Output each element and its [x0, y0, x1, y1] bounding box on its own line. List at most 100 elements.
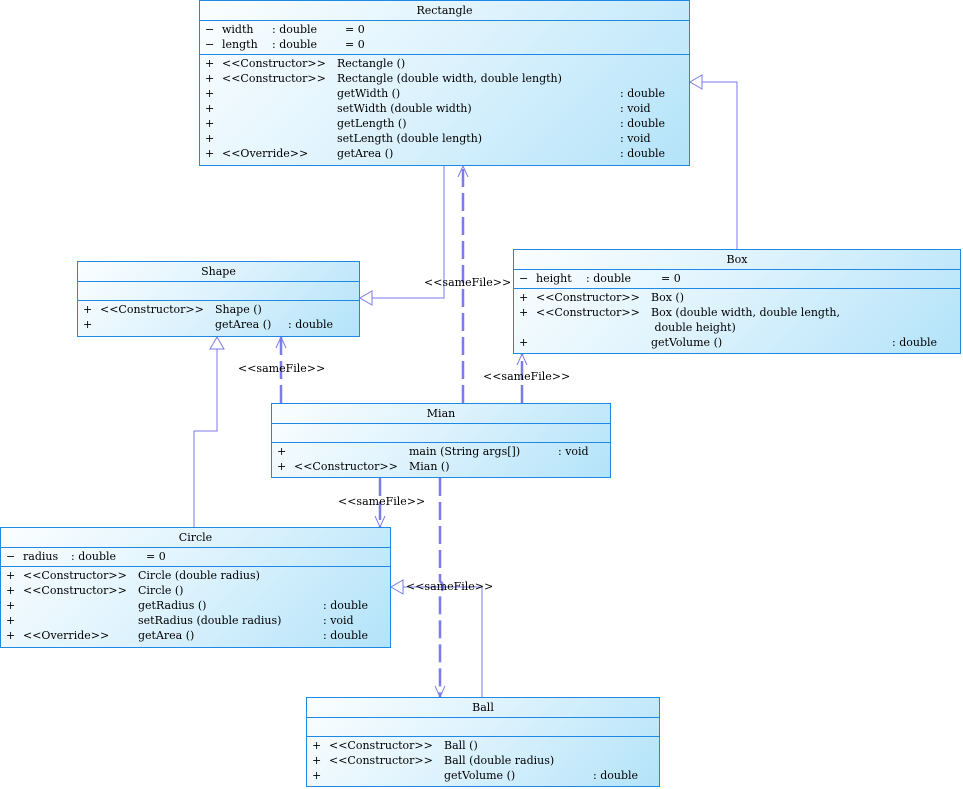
attribute-name: height: [536, 272, 572, 285]
return-type: : double: [620, 117, 666, 130]
stereotype: <<Constructor>>: [329, 754, 433, 767]
class-title: Mian: [272, 404, 610, 424]
operation-row[interactable]: +<<Constructor>>Circle (): [1, 583, 390, 598]
attribute-name: width: [222, 23, 254, 36]
operation-row[interactable]: +<<Constructor>>Rectangle (): [200, 56, 689, 71]
visibility-marker: −: [519, 272, 529, 285]
operation-row[interactable]: +setWidth (double width): void: [200, 101, 689, 116]
operation-row[interactable]: +<<Constructor>>Rectangle (double width,…: [200, 71, 689, 86]
class-rectangle[interactable]: Rectangle −width: double= 0−length: doub…: [199, 0, 690, 166]
visibility-marker: +: [277, 460, 287, 473]
operation-row[interactable]: +setLength (double length): void: [200, 131, 689, 146]
return-type: : void: [620, 132, 651, 145]
attribute-type: : double: [272, 23, 318, 36]
attributes-section: [272, 424, 610, 443]
attribute-default: = 0: [146, 550, 166, 563]
visibility-marker: +: [6, 629, 16, 642]
attributes-section: −radius: double= 0: [1, 548, 390, 567]
operations-section: +<<Constructor>>Ball ()+<<Constructor>>B…: [307, 737, 659, 785]
attribute-name: radius: [23, 550, 59, 563]
return-type: : void: [323, 614, 354, 627]
operation-signature: setRadius (double radius): [138, 614, 282, 627]
class-title: Ball: [307, 698, 659, 718]
class-title: Rectangle: [200, 1, 689, 21]
attribute-name: length: [222, 38, 258, 51]
operation-signature: Rectangle (): [337, 57, 406, 70]
operations-section: +<<Constructor>>Shape ()+getArea (): dou…: [78, 301, 359, 334]
attribute-default: = 0: [345, 38, 365, 51]
operation-row[interactable]: +<<Override>>getArea (): double: [1, 628, 390, 643]
attribute-row[interactable]: −radius: double= 0: [1, 549, 390, 564]
stereotype: <<Constructor>>: [222, 72, 326, 85]
operation-row[interactable]: + setRadius (double radius) : void: [1, 613, 390, 628]
operation-row[interactable]: +<<Constructor>>Circle (double radius): [1, 568, 390, 583]
stereotype: <<Constructor>>: [294, 460, 398, 473]
generalization-box-rectangle[interactable]: [689, 74, 738, 249]
class-circle[interactable]: Circle −radius: double= 0 +<<Constructor…: [0, 527, 391, 648]
operation-row[interactable]: +getLength (): double: [200, 116, 689, 131]
visibility-marker: +: [205, 147, 215, 160]
operation-row[interactable]: double height): [514, 320, 960, 335]
attribute-row[interactable]: −length: double= 0: [200, 37, 689, 52]
class-mian[interactable]: Mian +main (String args[]): void+ <<Const…: [271, 403, 611, 478]
visibility-marker: +: [83, 303, 93, 316]
visibility-marker: +: [519, 291, 529, 304]
visibility-marker: +: [6, 614, 16, 627]
class-shape[interactable]: Shape +<<Constructor>>Shape ()+getArea (…: [77, 261, 360, 337]
visibility-marker: +: [6, 569, 16, 582]
operation-row[interactable]: +getVolume (): double: [514, 335, 960, 350]
operation-row[interactable]: +getArea (): double: [78, 317, 359, 332]
class-ball[interactable]: Ball +<<Constructor>>Ball ()+<<Construct…: [306, 697, 660, 787]
operation-row[interactable]: +<<Constructor>>Ball (double radius): [307, 753, 659, 768]
operations-section: +<<Constructor>>Rectangle ()+<<Construct…: [200, 55, 689, 163]
visibility-marker: +: [277, 445, 287, 458]
stereotype: <<Constructor>>: [536, 291, 640, 304]
visibility-marker: +: [205, 72, 215, 85]
label-mian-circle: <<sameFile>>: [338, 495, 426, 508]
label-mian-rectangle: <<sameFile>>: [424, 276, 512, 289]
attribute-row[interactable]: −width: double= 0: [200, 22, 689, 37]
class-title: Shape: [78, 262, 359, 282]
operation-row[interactable]: +getWidth (): double: [200, 86, 689, 101]
return-type: : double: [323, 599, 369, 612]
operation-signature: getVolume (): [444, 769, 516, 782]
label-mian-shape: <<sameFile>>: [238, 362, 326, 375]
operation-row[interactable]: +getRadius (): double: [1, 598, 390, 613]
operation-row[interactable]: +<<Constructor>>Ball (): [307, 738, 659, 753]
visibility-marker: +: [205, 102, 215, 115]
stereotype: <<Constructor>>: [536, 306, 640, 319]
operation-row[interactable]: +main (String args[]): void: [272, 444, 610, 459]
operation-signature: Box (): [651, 291, 684, 304]
operation-row[interactable]: +getVolume (): double: [307, 768, 659, 783]
visibility-marker: +: [205, 57, 215, 70]
generalization-shape-rectangle[interactable]: [359, 166, 445, 306]
operation-signature: getArea (): [337, 147, 394, 160]
operation-row[interactable]: +<<Constructor>>Box (double width, doubl…: [514, 305, 960, 320]
visibility-marker: +: [312, 769, 322, 782]
return-type: : double: [323, 629, 369, 642]
visibility-marker: +: [205, 132, 215, 145]
dependency-mian-ball[interactable]: [440, 478, 443, 697]
operation-row[interactable]: +<<Constructor>>Mian (): [272, 459, 610, 474]
attribute-row[interactable]: −height: double= 0: [514, 271, 960, 286]
visibility-marker: −: [6, 550, 16, 563]
class-title: Box: [514, 250, 960, 270]
visibility-marker: +: [205, 87, 215, 100]
operation-row[interactable]: + <<Constructor>> Box (): [514, 290, 960, 305]
return-type: : double: [620, 87, 666, 100]
operation-row[interactable]: +<<Constructor>>Shape (): [78, 302, 359, 317]
generalization-circle-shape[interactable]: [193, 336, 225, 527]
operation-row[interactable]: +<<Override>>getArea (): double: [200, 146, 689, 161]
operation-signature: Shape (): [215, 303, 262, 316]
operations-section: + <<Constructor>> Box ()+<<Constructor>>Bo…: [514, 289, 960, 352]
operations-section: +<<Constructor>>Circle (double radius)+<…: [1, 567, 390, 645]
visibility-marker: +: [6, 584, 16, 597]
visibility-marker: +: [312, 739, 322, 752]
attribute-default: = 0: [661, 272, 681, 285]
operation-signature: Circle (double radius): [138, 569, 260, 582]
generalization-ball-circle[interactable]: [390, 579, 483, 697]
visibility-marker: +: [205, 117, 215, 130]
operation-signature: Circle (): [138, 584, 184, 597]
class-box[interactable]: Box −height: double= 0 +<<Constructor>>B…: [513, 249, 961, 354]
